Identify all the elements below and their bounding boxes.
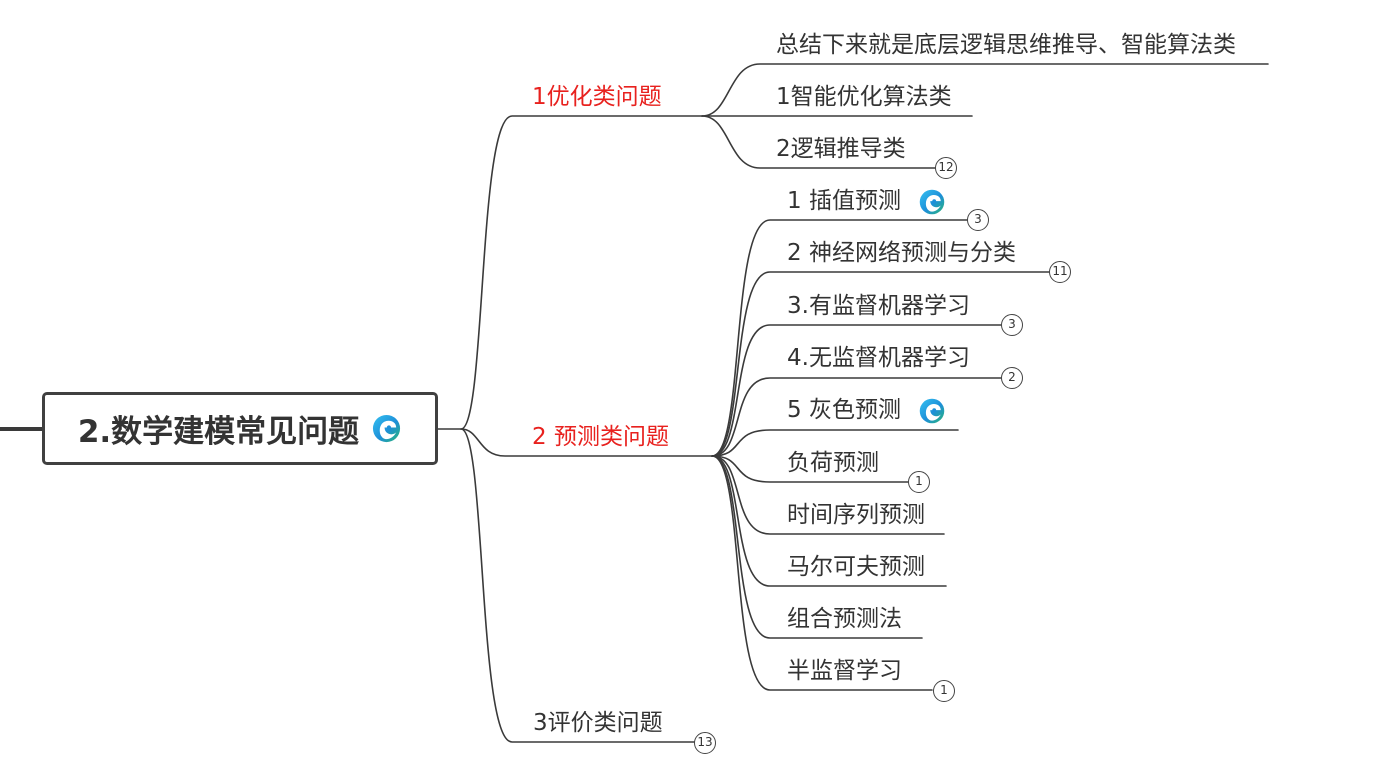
edge-root-branch1	[437, 115, 703, 430]
edge-b2-c7	[711, 455, 945, 535]
topic-unsupervised-learning[interactable]: 4.无监督机器学习	[787, 345, 970, 371]
edge-b2-c2	[711, 271, 1051, 457]
branch-evaluation-badge[interactable]: 13	[694, 732, 716, 754]
root-topic-label: 2.数学建模常见问题	[77, 414, 360, 450]
edge-root-branch3	[460, 428, 696, 743]
topic-logic-derivation[interactable]: 2逻辑推导类	[776, 136, 906, 162]
edge-root-branch2	[460, 428, 713, 457]
edge-b2-c3	[711, 324, 1003, 457]
topic-grey-prediction[interactable]: 5 灰色预测	[787, 396, 946, 425]
root-topic[interactable]: 2.数学建模常见问题	[42, 392, 438, 465]
edge-browser-icon[interactable]	[918, 397, 946, 425]
topic-unsupervised-learning-badge[interactable]: 2	[1001, 367, 1023, 389]
topic-semi-supervised[interactable]: 半监督学习	[787, 658, 902, 684]
edge-b2-c1	[711, 219, 969, 457]
topic-semi-supervised-badge[interactable]: 1	[933, 680, 955, 702]
edge-b1-c3	[701, 115, 937, 169]
topic-interpolation-label: 1 插值预测	[787, 188, 901, 214]
branch-prediction[interactable]: 2 预测类问题	[532, 424, 669, 450]
edge-b2-c4	[711, 377, 1003, 457]
topic-supervised-learning-badge[interactable]: 3	[1001, 314, 1023, 336]
topic-grey-prediction-label: 5 灰色预测	[787, 397, 901, 423]
topic-intelligent-optimization[interactable]: 1智能优化算法类	[776, 84, 952, 110]
topic-time-series[interactable]: 时间序列预测	[787, 502, 925, 528]
topic-neural-network-badge[interactable]: 11	[1049, 261, 1071, 283]
topic-markov[interactable]: 马尔可夫预测	[787, 554, 925, 580]
branch-optimization[interactable]: 1优化类问题	[532, 84, 662, 110]
edge-browser-icon[interactable]	[371, 413, 402, 444]
topic-interpolation-badge[interactable]: 3	[967, 209, 989, 231]
topic-interpolation[interactable]: 1 插值预测	[787, 187, 946, 216]
edge-b2-c5	[711, 429, 959, 457]
topic-load-forecast[interactable]: 负荷预测	[787, 450, 879, 476]
edge-browser-icon[interactable]	[918, 188, 946, 216]
topic-summary[interactable]: 总结下来就是底层逻辑思维推导、智能算法类	[776, 32, 1236, 58]
topic-supervised-learning[interactable]: 3.有监督机器学习	[787, 293, 970, 319]
topic-logic-derivation-badge[interactable]: 12	[935, 157, 957, 179]
edge-b2-c9	[711, 455, 923, 639]
edge-b2-c6	[711, 455, 910, 483]
edge-b2-c8	[711, 455, 947, 587]
branch-evaluation[interactable]: 3评价类问题	[533, 710, 663, 736]
edge-b1-c1	[701, 63, 1269, 117]
topic-combined-forecast[interactable]: 组合预测法	[787, 606, 902, 632]
topic-load-forecast-badge[interactable]: 1	[908, 471, 930, 493]
edge-b2-c10	[711, 455, 933, 691]
topic-neural-network[interactable]: 2 神经网络预测与分类	[787, 240, 1016, 266]
